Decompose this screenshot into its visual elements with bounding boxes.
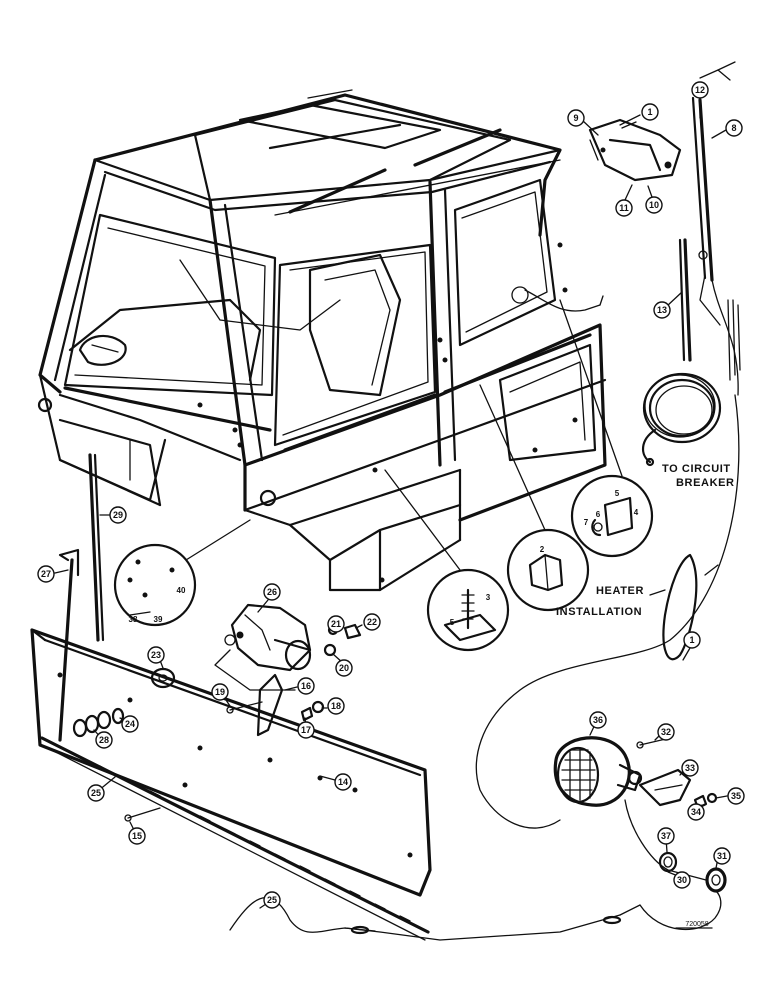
wiper-blade-icon [678, 238, 692, 362]
callout-10: 10 [645, 196, 663, 214]
installation-label: INSTALLATION [556, 606, 642, 618]
wiper-arm-icon [691, 61, 736, 282]
svg-text:25: 25 [91, 788, 101, 798]
detail-number: 38 [129, 615, 138, 624]
wiper-arm-icon [58, 558, 74, 742]
callout-18: 18 [327, 697, 345, 715]
svg-text:34: 34 [691, 807, 701, 817]
callout-20: 20 [335, 659, 353, 677]
callout-1: 1 [683, 631, 701, 649]
callout-8: 8 [725, 119, 743, 137]
svg-text:27: 27 [41, 569, 51, 579]
detail-number: 40 [177, 586, 186, 595]
figure-reference-number: 720058 [685, 921, 708, 928]
detail-circle-fastener: 3 5 [384, 469, 510, 652]
callout-19: 19 [211, 683, 229, 701]
cab-frame-icon [37, 89, 607, 592]
callout-25: 25 [263, 891, 281, 909]
callout-9: 9 [567, 109, 585, 127]
svg-text:10: 10 [649, 200, 659, 210]
callout-23: 23 [147, 646, 165, 664]
callout-35: 35 [727, 787, 745, 805]
callout-27: 27 [37, 565, 55, 583]
svg-text:1: 1 [689, 635, 694, 645]
svg-text:11: 11 [619, 203, 629, 213]
svg-text:23: 23 [151, 650, 161, 660]
callout-32: 32 [657, 723, 675, 741]
panel-icon [30, 628, 432, 897]
callout-26: 26 [263, 583, 281, 601]
svg-text:15: 15 [132, 831, 142, 841]
svg-text:9: 9 [573, 113, 578, 123]
callout-30: 30 [673, 871, 691, 889]
callout-28: 28 [95, 731, 113, 749]
svg-text:16: 16 [301, 681, 311, 691]
svg-text:33: 33 [685, 763, 695, 773]
detail-number: 5 [450, 618, 455, 627]
svg-text:22: 22 [367, 617, 377, 627]
callout-16: 16 [297, 677, 315, 695]
callout-12: 12 [691, 81, 709, 99]
callout-15: 15 [128, 827, 146, 845]
svg-text:14: 14 [338, 777, 348, 787]
callout-13: 13 [653, 301, 671, 319]
detail-number: 3 [486, 593, 491, 602]
callout-1: 1 [641, 103, 659, 121]
detail-number: 6 [596, 510, 601, 519]
breaker-label: BREAKER [676, 477, 735, 489]
svg-text:12: 12 [695, 85, 705, 95]
detail-number: 5 [615, 489, 620, 498]
wiper-motor-icon [224, 603, 312, 672]
svg-text:24: 24 [125, 719, 135, 729]
detail-number: 39 [154, 615, 163, 624]
callout-33: 33 [681, 759, 699, 777]
svg-text:26: 26 [267, 587, 277, 597]
heater-label: HEATER [596, 585, 644, 597]
detail-number: 7 [584, 518, 589, 527]
svg-text:36: 36 [593, 715, 603, 725]
svg-text:20: 20 [339, 663, 349, 673]
detail-circle-clip: 2 [479, 384, 590, 612]
svg-text:8: 8 [731, 123, 736, 133]
svg-text:32: 32 [661, 727, 671, 737]
svg-text:30: 30 [677, 875, 687, 885]
svg-text:13: 13 [657, 305, 667, 315]
callout-29: 25 [87, 784, 105, 802]
callout-17: 17 [297, 721, 315, 739]
wiper-motor-icon [588, 114, 682, 182]
callout-34: 34 [687, 803, 705, 821]
svg-text:18: 18 [331, 701, 341, 711]
to-circuit-label: TO CIRCUIT [662, 463, 731, 475]
callout-37: 37 [657, 827, 675, 845]
callout-31: 31 [713, 847, 731, 865]
detail-circle-bracket: 38 39 40 [113, 519, 251, 627]
svg-text:19: 19 [215, 687, 225, 697]
callout-24: 24 [121, 715, 139, 733]
svg-text:35: 35 [731, 791, 741, 801]
svg-text:17: 17 [301, 725, 311, 735]
detail-circle-latch: 5 4 6 7 [559, 299, 654, 558]
callout-11: 11 [615, 199, 633, 217]
svg-text:31: 31 [717, 851, 727, 861]
detail-number: 4 [634, 508, 639, 517]
svg-text:37: 37 [661, 831, 671, 841]
wire-coil-icon [642, 372, 722, 467]
svg-text:28: 28 [99, 735, 109, 745]
svg-text:29: 29 [113, 510, 123, 520]
svg-text:25: 25 [267, 895, 277, 905]
callout-29: 29 [109, 506, 127, 524]
callout-22: 22 [363, 613, 381, 631]
svg-text:21: 21 [331, 619, 341, 629]
callout-36: 36 [589, 711, 607, 729]
wiper-blade-icon [88, 453, 100, 642]
svg-text:1: 1 [647, 107, 652, 117]
detail-number: 2 [540, 545, 545, 554]
callout-21: 21 [327, 615, 345, 633]
work-light-icon [553, 736, 718, 810]
callout-14: 14 [334, 773, 352, 791]
